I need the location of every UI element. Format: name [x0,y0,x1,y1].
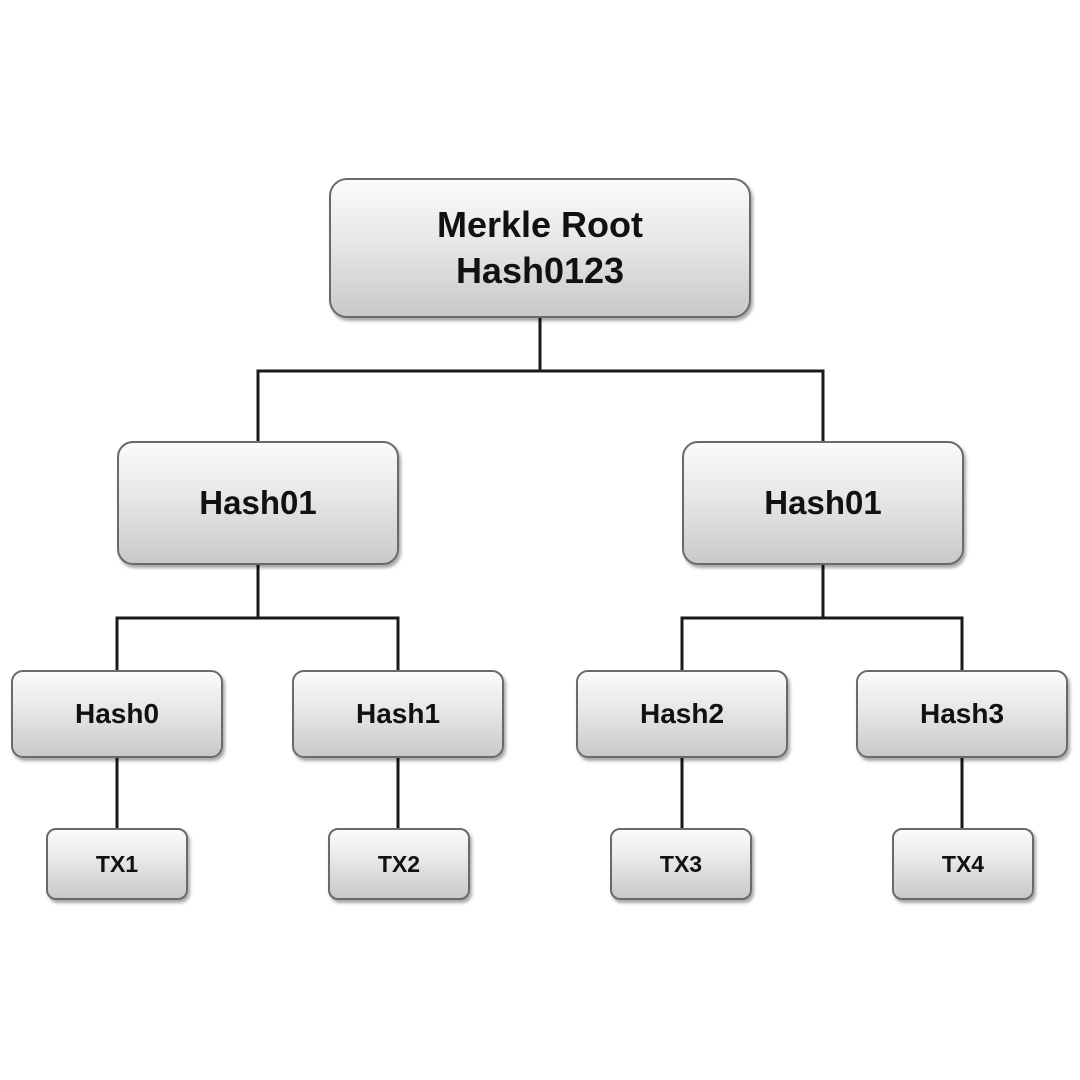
tx4-label: TX4 [941,850,985,877]
hash01-left-label: Hash01 [199,484,317,521]
tx1-label: TX1 [95,850,139,877]
hash0-label: Hash0 [74,698,160,729]
hash01-right-label: Hash01 [764,484,882,521]
hash3-node: Hash3 [856,670,1068,758]
tx2-label: TX2 [377,850,421,877]
hash01-left-node: Hash01 [117,441,399,565]
tx3-node: TX3 [610,828,752,900]
tx1-node: TX1 [46,828,188,900]
merkle-root-title: Merkle Root [436,204,644,245]
hash01-right-node: Hash01 [682,441,964,565]
hash1-label: Hash1 [355,698,441,729]
tx3-label: TX3 [659,850,703,877]
hash2-node: Hash2 [576,670,788,758]
hash0-node: Hash0 [11,670,223,758]
tx4-node: TX4 [892,828,1034,900]
hash1-node: Hash1 [292,670,504,758]
hash3-label: Hash3 [919,698,1005,729]
merkle-root-node: Merkle Root Hash0123 [329,178,751,318]
tx2-node: TX2 [328,828,470,900]
merkle-root-hash: Hash0123 [455,250,625,291]
hash2-label: Hash2 [639,698,725,729]
